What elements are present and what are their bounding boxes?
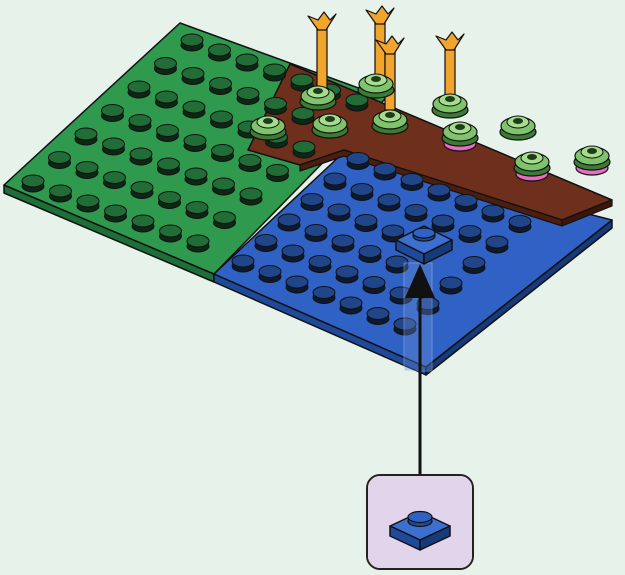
stud — [267, 165, 289, 182]
stud — [214, 212, 236, 229]
stud — [105, 205, 127, 222]
stud — [359, 246, 381, 263]
stud — [293, 141, 315, 158]
stud — [264, 64, 286, 81]
plant-icon — [500, 116, 536, 140]
stud — [187, 235, 209, 252]
stud — [486, 236, 508, 253]
plant-icon — [574, 146, 610, 175]
stud — [240, 188, 262, 205]
stud — [130, 148, 152, 165]
plant-icon — [372, 110, 408, 134]
stud — [184, 135, 206, 152]
stud — [328, 204, 350, 221]
stud — [286, 276, 308, 293]
stud — [463, 257, 485, 274]
stud — [159, 192, 181, 209]
stud — [305, 225, 327, 242]
stud — [181, 34, 203, 51]
stud — [131, 182, 153, 199]
stud — [340, 297, 362, 314]
stud — [212, 145, 234, 162]
stud — [259, 266, 281, 283]
stud — [209, 44, 231, 61]
stud — [186, 202, 208, 219]
plate-1x1-icon — [368, 476, 472, 568]
plant-icon — [436, 32, 464, 100]
stud — [332, 235, 354, 252]
stud — [347, 153, 369, 170]
stud — [459, 226, 481, 243]
stud — [128, 81, 150, 98]
stud — [401, 174, 423, 191]
stud — [324, 173, 346, 190]
stud — [132, 215, 154, 232]
stud — [129, 115, 151, 132]
stud — [278, 214, 300, 231]
stud — [157, 125, 179, 142]
stud — [213, 178, 235, 195]
plant-icon — [300, 86, 336, 110]
stud — [237, 88, 259, 105]
stud — [367, 308, 389, 325]
stud — [160, 225, 182, 242]
stud — [76, 162, 98, 179]
stud — [102, 105, 124, 122]
plant-icon — [312, 114, 348, 138]
plant-icon — [358, 74, 394, 98]
stud — [22, 175, 44, 192]
stud — [363, 277, 385, 294]
plant-icon — [514, 152, 550, 181]
stud — [211, 111, 233, 128]
stud — [236, 54, 258, 71]
stud — [155, 58, 177, 75]
stud — [374, 163, 396, 180]
stud — [282, 245, 304, 262]
stud — [49, 152, 71, 169]
stud — [185, 168, 207, 185]
new-part-callout — [366, 474, 474, 570]
stud — [428, 184, 450, 201]
stud — [336, 266, 358, 283]
stud — [265, 98, 287, 115]
stud — [351, 184, 373, 201]
stud — [104, 172, 126, 189]
stud — [50, 185, 72, 202]
stud — [255, 235, 277, 252]
stud — [103, 138, 125, 155]
stud — [183, 101, 205, 118]
stud — [482, 205, 504, 222]
plant-icon — [250, 116, 286, 140]
stud — [182, 68, 204, 85]
stud — [75, 128, 97, 145]
stud — [509, 216, 531, 233]
stud — [440, 277, 462, 294]
stud — [232, 255, 254, 272]
stud — [455, 195, 477, 212]
stud — [158, 158, 180, 175]
stud — [210, 78, 232, 95]
stud — [378, 194, 400, 211]
stud — [301, 194, 323, 211]
plant-icon — [442, 122, 478, 151]
stud — [432, 215, 454, 232]
stud — [292, 108, 314, 125]
stud — [309, 256, 331, 273]
plant-icon — [432, 94, 468, 118]
stud — [239, 155, 261, 172]
stud — [156, 91, 178, 108]
stud — [405, 205, 427, 222]
stud — [77, 195, 99, 212]
stud — [355, 215, 377, 232]
stud — [313, 287, 335, 304]
